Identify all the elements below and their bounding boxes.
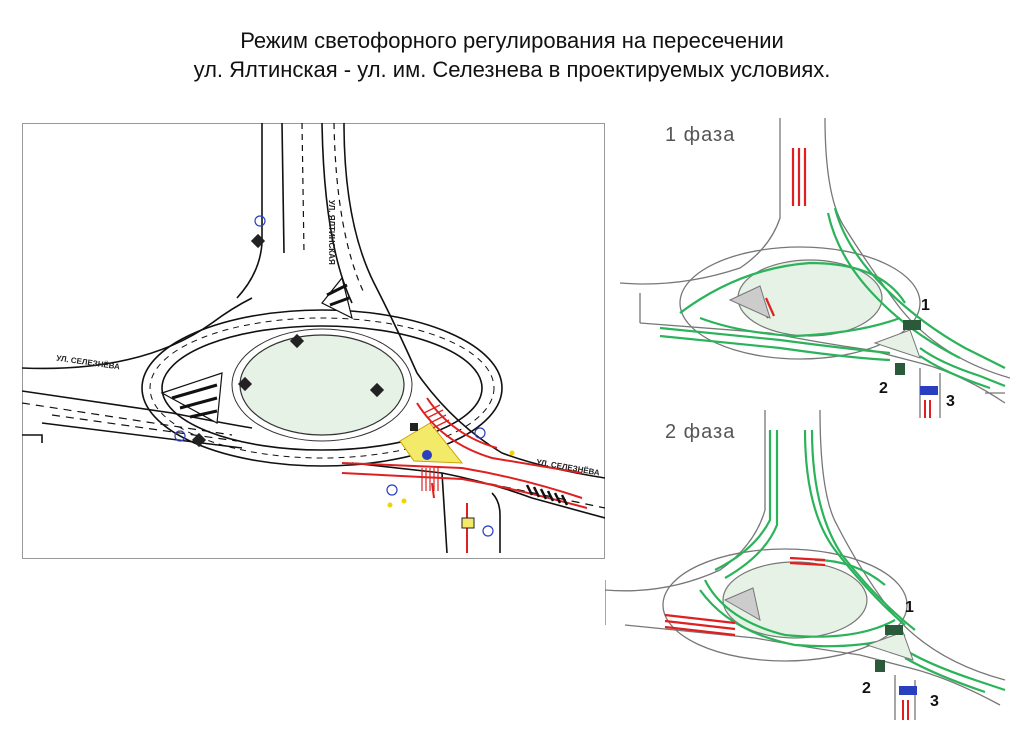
phase-2-signal-2: [875, 660, 885, 672]
phase-2-green-flows: [699, 429, 1006, 694]
phase-1-green-flows: [659, 207, 1006, 390]
phase-1-signal-1: [903, 320, 921, 330]
street-label-yaltinskaya: УЛ. ЯЛТИНСКАЯ: [327, 200, 336, 265]
phase-2-red-lanes: [664, 556, 826, 637]
phase-2-diagram: [605, 410, 1006, 720]
central-island: [239, 334, 405, 436]
phase-1-signal-2: [895, 363, 905, 375]
phase-2-signal-3: [899, 686, 917, 695]
phase-2-node-3: 3: [930, 693, 939, 710]
phase-2-node-2: 2: [862, 680, 871, 697]
phase-1-node-3: 3: [946, 393, 955, 410]
keep-right-sign-icon: [422, 450, 432, 460]
title-line-1: Режим светофорного регулирования на пере…: [240, 28, 784, 53]
road-sign-icons: [174, 215, 494, 537]
phase-1-node-1: 1: [921, 297, 930, 314]
phase-1-label: 1 фаза: [665, 124, 736, 146]
page-title: Режим светофорного регулирования на пере…: [0, 26, 1024, 84]
phase-2-signal-1: [885, 625, 903, 635]
ring-road: [141, 309, 503, 467]
phase-2-node-1: 1: [905, 599, 914, 616]
phase-1-signal-3: [920, 386, 938, 395]
intersection-plan: [22, 123, 605, 559]
phase-2-label: 2 фаза: [665, 421, 736, 443]
red-project-lanes: [341, 397, 588, 553]
phase-1-diagram: [620, 118, 1010, 418]
traffic-light-icons: [191, 233, 475, 529]
yellow-island: [399, 422, 464, 464]
phase-1-node-2: 2: [879, 380, 888, 397]
title-line-2: ул. Ялтинская - ул. им. Селезнева в прое…: [193, 57, 831, 82]
